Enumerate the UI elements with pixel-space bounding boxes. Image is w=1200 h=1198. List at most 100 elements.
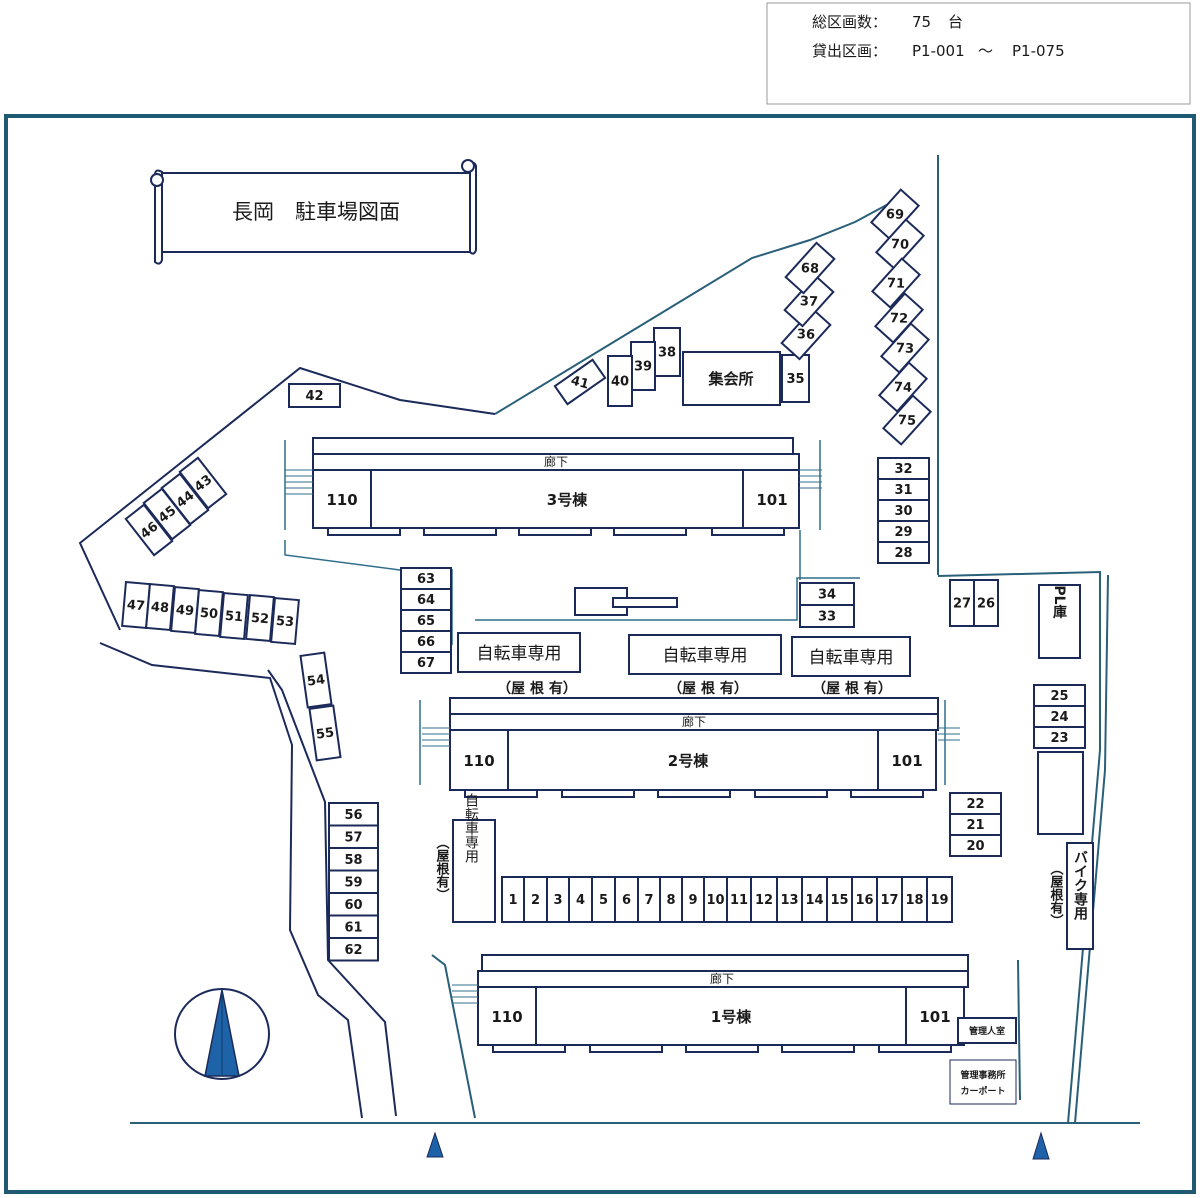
parking-spot-67: 67 xyxy=(400,651,452,674)
parking-spot-label: 38 xyxy=(658,346,676,361)
parking-spot-label: 68 xyxy=(801,261,820,277)
range-start: P1-001 xyxy=(912,42,965,60)
building-2: 廊下 110 2号棟 101 xyxy=(422,697,960,798)
parking-spot-53: 53 xyxy=(270,596,300,646)
parking-spot-label: 53 xyxy=(275,614,294,631)
parking-spot-box xyxy=(780,307,832,361)
parking-spot-label: 33 xyxy=(818,610,836,625)
parking-spot-6: 6 xyxy=(614,876,639,923)
road-edge xyxy=(1074,574,1109,1124)
parking-spot-box xyxy=(877,361,929,413)
parking-spot-label: 29 xyxy=(894,525,912,540)
parking-spot-box xyxy=(876,876,903,923)
meeting-hall xyxy=(682,351,781,406)
roof-label: （屋 根 有） xyxy=(497,680,577,697)
parking-spot-57: 57 xyxy=(328,824,379,849)
parking-spot-box xyxy=(877,457,930,480)
parking-spot-box xyxy=(826,876,853,923)
corridor-label: 廊下 xyxy=(544,454,568,469)
parking-spot-31: 31 xyxy=(877,478,930,501)
roof-label: （屋 根 有） xyxy=(668,680,748,697)
parking-spot-8: 8 xyxy=(659,876,683,923)
bike-parking-b xyxy=(628,634,782,675)
parking-spot-35: 35 xyxy=(781,354,810,403)
north-arrow xyxy=(174,988,270,1080)
parking-spot-label: 23 xyxy=(1050,731,1068,746)
parking-spot-18: 18 xyxy=(901,876,928,923)
parking-spot-label: 22 xyxy=(966,797,984,812)
parking-spot-9: 9 xyxy=(681,876,705,923)
parking-spot-label: 67 xyxy=(417,656,435,671)
parking-spot-42: 42 xyxy=(288,383,341,408)
parking-spot-61: 61 xyxy=(328,914,379,939)
parking-spot-66: 66 xyxy=(400,630,452,653)
bike-parking-label: 自転車専用 xyxy=(477,644,562,664)
office-label: 管理事務所 xyxy=(960,1069,1005,1081)
parking-spot-43: 43 xyxy=(178,456,228,510)
parking-spot-box xyxy=(851,876,878,923)
parking-spot-label: 60 xyxy=(344,898,362,913)
parking-spot-74: 74 xyxy=(877,361,929,413)
parking-spot-label: 9 xyxy=(688,893,697,908)
parking-spot-box xyxy=(881,394,933,446)
parking-spot-32: 32 xyxy=(877,457,930,480)
parking-spot-54: 54 xyxy=(299,651,333,709)
range-label: 貸出区画： xyxy=(812,42,887,60)
parking-spot-19: 19 xyxy=(926,876,953,923)
parking-spot-box xyxy=(801,876,828,923)
parking-spot-label: 75 xyxy=(898,413,917,429)
parking-spot-55: 55 xyxy=(308,704,342,762)
parking-spot-label: 31 xyxy=(894,483,912,498)
parking-spot-box xyxy=(607,355,633,407)
unit-110-label: 110 xyxy=(463,752,494,770)
parking-spot-label: 65 xyxy=(417,614,435,629)
total-value: 75 xyxy=(912,13,931,31)
parking-spot-label: 55 xyxy=(315,725,335,742)
parking-spot-36: 36 xyxy=(780,307,832,361)
parking-spot-28: 28 xyxy=(877,541,930,564)
building-name: 1号棟 xyxy=(711,1008,752,1026)
parking-spot-box xyxy=(219,591,249,641)
parking-spot-label: 58 xyxy=(344,853,362,868)
bike-parking-a xyxy=(457,632,581,673)
parking-spot-1: 1 xyxy=(501,876,525,923)
parking-spot-34: 34 xyxy=(799,582,855,606)
parking-spot-box xyxy=(400,651,452,674)
parking-spot-4: 4 xyxy=(568,876,593,923)
parking-spot-33: 33 xyxy=(799,604,855,628)
parking-spot-label: 47 xyxy=(126,598,145,615)
parking-spot-label: 12 xyxy=(755,893,773,908)
parking-spot-label: 20 xyxy=(966,839,984,854)
road-edge xyxy=(267,669,397,1117)
parking-spot-2: 2 xyxy=(523,876,548,923)
roof-label: （屋根有） xyxy=(1048,862,1065,927)
parking-spot-label: 24 xyxy=(1050,710,1068,725)
parking-spot-box xyxy=(926,876,953,923)
parking-spot-box xyxy=(124,503,174,557)
motorcycle-parking-label: バイク専用 xyxy=(1072,850,1088,921)
title-banner: 長岡 駐車場図面 xyxy=(150,159,477,265)
parking-spot-label: 7 xyxy=(644,893,653,908)
walkway xyxy=(284,440,946,785)
unit-101-label: 101 xyxy=(891,752,922,770)
parking-spot-label: 64 xyxy=(417,593,435,608)
parking-spot-48: 48 xyxy=(145,582,175,632)
parking-spot-label: 37 xyxy=(800,294,819,310)
parking-spot-47: 47 xyxy=(121,580,151,630)
parking-spot-label: 21 xyxy=(966,818,984,833)
parking-spot-label: 36 xyxy=(797,327,816,343)
parking-spot-box xyxy=(726,876,752,923)
parking-spot-label: 62 xyxy=(344,943,362,958)
motorcycle-parking xyxy=(1066,842,1094,950)
parking-spot-label: 2 xyxy=(531,893,540,908)
parking-spot-box xyxy=(870,257,922,309)
roof-label: （屋根有） xyxy=(434,836,451,901)
parking-spot-label: 8 xyxy=(666,893,675,908)
unit-101-label: 101 xyxy=(919,1008,950,1026)
parking-spot-23: 23 xyxy=(1033,726,1086,749)
parking-spot-40: 40 xyxy=(607,355,633,407)
parking-spot-50: 50 xyxy=(194,588,224,638)
parking-spot-3: 3 xyxy=(546,876,570,923)
parking-spot-45: 45 xyxy=(142,487,192,541)
